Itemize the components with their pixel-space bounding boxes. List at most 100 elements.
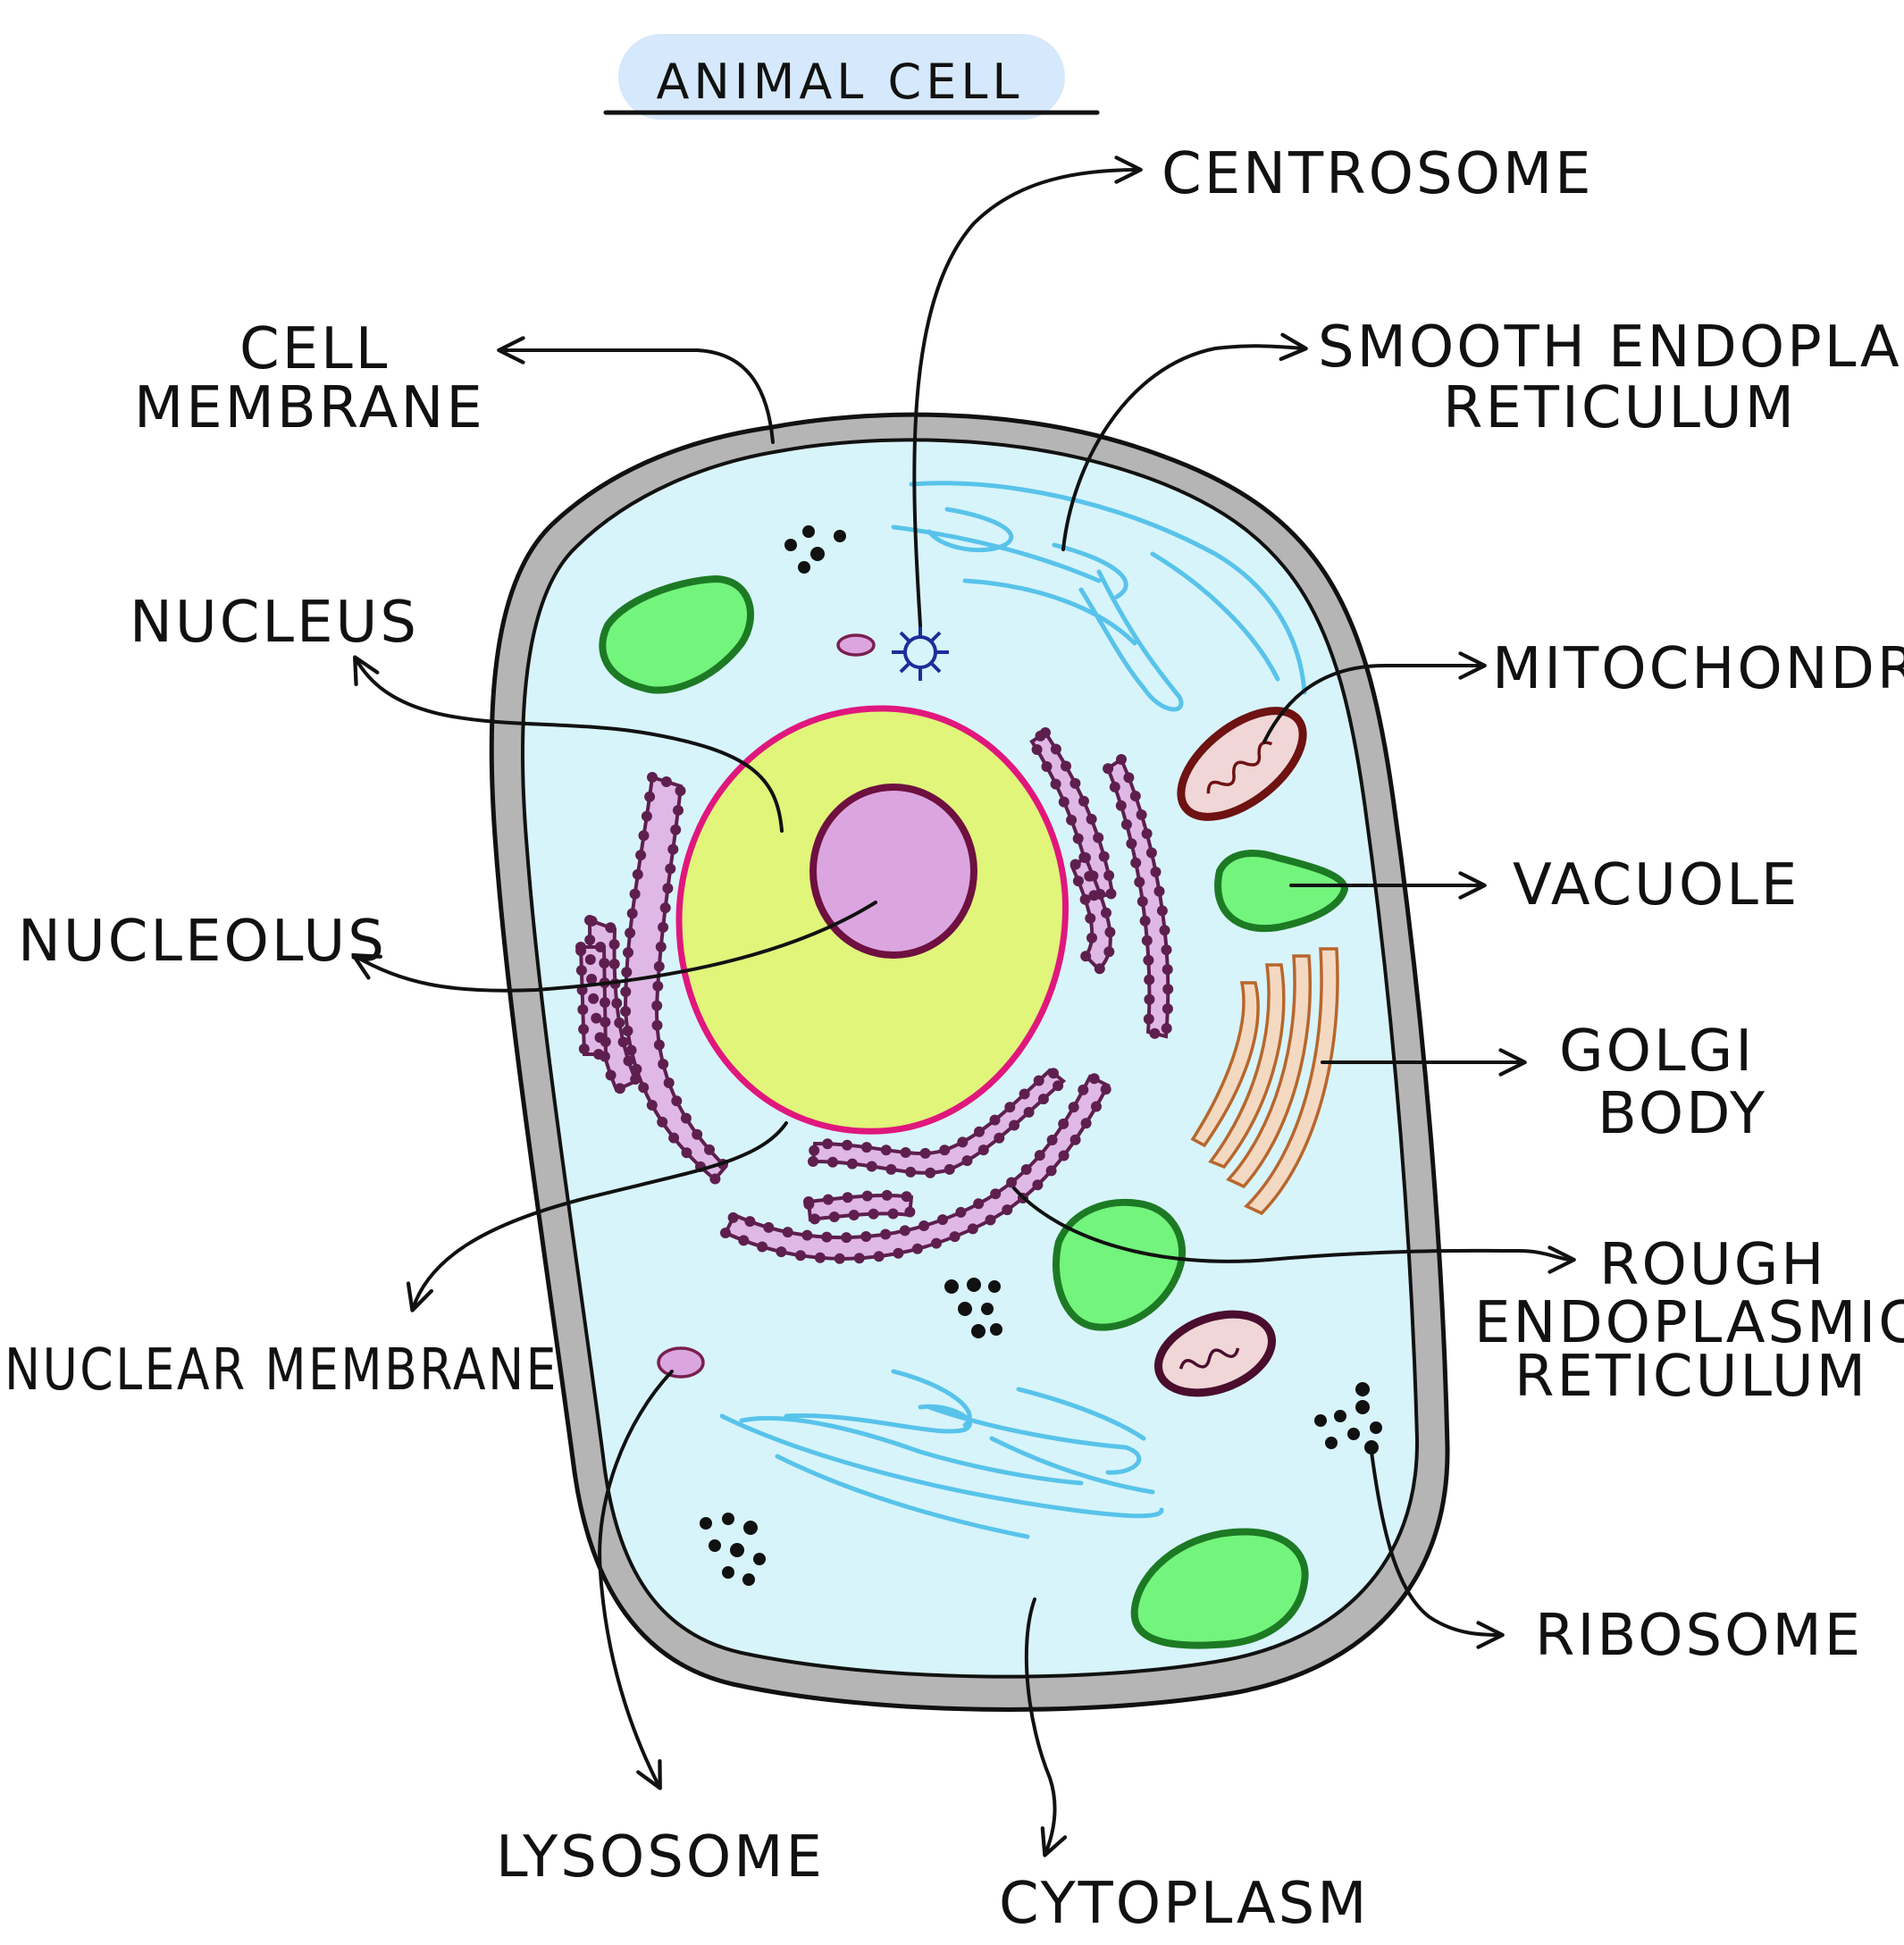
- rer-ribosome-dot: [1041, 761, 1053, 772]
- rer-ribosome-dot: [1080, 852, 1091, 863]
- leader-centrosome: [912, 155, 1143, 627]
- rer-ribosome-dot: [644, 791, 656, 802]
- rer-ribosome-dot: [663, 1077, 675, 1088]
- rer-ribosome-dot: [1087, 870, 1099, 882]
- rer-ribosome-dot: [651, 1019, 663, 1031]
- rer-ribosome-dot: [584, 935, 596, 945]
- rer-ribosome-dot: [651, 1000, 663, 1011]
- rer-ribosome-dot: [949, 1231, 960, 1243]
- rer-ribosome-dot: [584, 954, 596, 965]
- rer-ribosome-dot: [1086, 813, 1097, 825]
- rer-ribosome-dot: [904, 1206, 916, 1218]
- vacuoles: [599, 574, 1349, 1649]
- rer-ribosome-dot: [757, 1241, 768, 1253]
- rer-ribosome-dot: [653, 960, 665, 972]
- label-rough-er-line3: RETICULUM: [1514, 1344, 1868, 1410]
- rer-ribosome-dot: [1161, 944, 1172, 956]
- rer-ribosome-dot: [593, 1049, 604, 1060]
- vacuole-bottom: [1130, 1528, 1309, 1649]
- rer-ribosome-dot: [614, 1017, 625, 1028]
- rer-ribosome-dot: [1139, 915, 1151, 926]
- rer-ribosome-dot: [939, 1144, 951, 1156]
- rer-ribosome-dot: [1144, 974, 1155, 985]
- rer-ribosome-dot: [937, 1214, 948, 1226]
- label-cell-membrane-line1: CELL: [239, 316, 390, 382]
- rer-ribosome-dot: [1033, 1075, 1044, 1086]
- rer-ribosome-dot: [973, 1198, 985, 1210]
- leader-rough-er: [1012, 1186, 1576, 1274]
- leader-lysosome: [598, 1370, 674, 1790]
- rer-ribosome-dot: [670, 824, 682, 835]
- rer-ribosome-dot: [885, 1163, 897, 1175]
- rer-ribosome-dot: [881, 1189, 893, 1201]
- rer-ribosome-dot: [1153, 885, 1165, 897]
- rer-ribosome-dot: [801, 1229, 813, 1241]
- label-nuclear-membrane: NUCLEAR MEMBRANE: [4, 1337, 558, 1404]
- rer-ribosome-dot: [918, 1220, 930, 1231]
- rer-ribosome-dot: [1006, 1177, 1018, 1188]
- rer-ribosome-dot: [1053, 1080, 1064, 1092]
- leader-cell-membrane: [497, 336, 775, 444]
- rer-ribosome-dot: [925, 1167, 936, 1178]
- rer-ribosome-dot: [1020, 1164, 1032, 1175]
- rer-ribosome-dot: [1004, 1102, 1016, 1113]
- rer-ribosome-dot: [617, 1036, 629, 1048]
- rer-ribosome-dot: [1072, 833, 1084, 844]
- title-highlight: [618, 34, 1065, 120]
- rer-ribosome-dot: [665, 863, 676, 875]
- rer-ribosome-dot: [1032, 1179, 1044, 1191]
- rer-ribosome-dot: [900, 1147, 911, 1158]
- rer-ribosome-dot: [1088, 1073, 1100, 1085]
- rer-ribosome-dot: [846, 1158, 858, 1170]
- rer-ribosome-dot: [931, 1237, 942, 1249]
- rer-ribosome-dot: [578, 1044, 590, 1054]
- rer-ribosome-dot: [657, 1116, 668, 1128]
- rer-ribosome-dot: [1101, 907, 1111, 918]
- rer-ribosome-dot: [985, 1214, 996, 1226]
- rer-ribosome-dot: [600, 1036, 611, 1047]
- rer-ribosome-dot: [1141, 935, 1153, 946]
- rer-ribosome-dot: [659, 902, 671, 914]
- label-golgi-line1: GOLGI: [1559, 1019, 1755, 1085]
- rer-ribosome-dot: [1002, 1204, 1013, 1216]
- rer-ribosome-dot: [1061, 760, 1071, 772]
- rer-ribosome-dot: [623, 947, 633, 959]
- leader-cytoplasm: [1024, 1597, 1068, 1857]
- rer-ribosome-dot: [919, 1147, 931, 1159]
- rer-ribosome-dot: [1144, 993, 1155, 1005]
- rer-ribosome-dot: [899, 1225, 910, 1237]
- rer-ribosome-dot: [608, 939, 620, 950]
- rer-ribosome-dot: [828, 1211, 840, 1222]
- label-cell-membrane-line2: MEMBRANE: [134, 375, 485, 441]
- rer-ribosome-dot: [1109, 781, 1120, 792]
- rer-ribosome-dot: [1143, 954, 1154, 966]
- rer-ribosome-dot: [1058, 1150, 1069, 1161]
- smooth-er-top: [891, 481, 1307, 712]
- rer-ribosome-dot: [1046, 1135, 1058, 1145]
- rer-ribosome-dot: [1079, 893, 1091, 905]
- smooth-er-bottom: [719, 1369, 1164, 1539]
- rer-ribosome-dot: [834, 1253, 845, 1264]
- leader-nucleus: [353, 655, 784, 833]
- rer-ribosome-dot: [841, 1232, 852, 1244]
- rer-ribosome-dot: [1078, 795, 1089, 807]
- rer-ribosome-dot: [1120, 818, 1132, 830]
- rer-ribosome-dot: [974, 1126, 985, 1137]
- rer-ribosome-dot: [709, 1173, 721, 1185]
- rer-ribosome-dot: [911, 1243, 923, 1254]
- rer-ribosome-dot: [782, 1227, 793, 1238]
- label-ribosome: RIBOSOME: [1535, 1603, 1863, 1669]
- rer-ribosome-dot: [866, 1161, 877, 1172]
- label-centrosome: CENTROSOME: [1162, 141, 1594, 207]
- rer-ribosome-dot: [668, 1132, 680, 1144]
- rer-ribosome-dot: [994, 1132, 1005, 1144]
- rer-ribosome-dot: [681, 1147, 692, 1159]
- vacuole-right: [1214, 850, 1349, 933]
- rer-ribosome-dot: [1103, 946, 1115, 958]
- rer-ribosome-dot: [1080, 951, 1092, 962]
- label-cytoplasm: CYTOPLASM: [999, 1871, 1369, 1937]
- rer-ribosome-dot: [1034, 1150, 1045, 1161]
- rer-ribosome-dot: [575, 965, 587, 977]
- rer-ribosome-dot: [1150, 867, 1162, 877]
